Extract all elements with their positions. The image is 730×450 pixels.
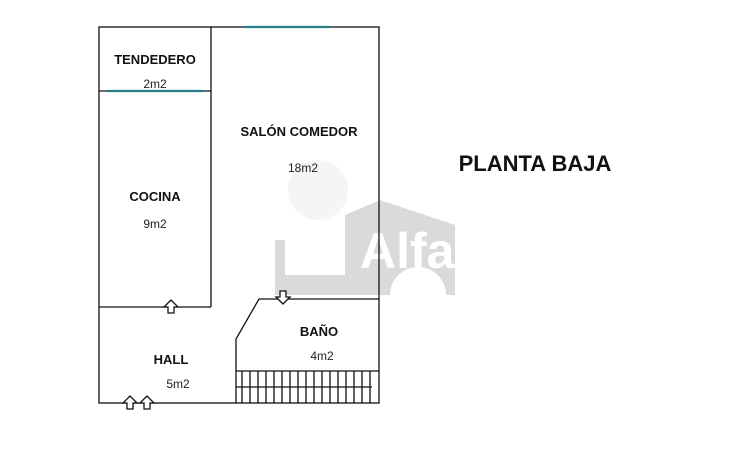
- arrow-down-icon: [274, 290, 292, 305]
- walls: [98, 26, 380, 404]
- arrow-up-icon: [138, 395, 156, 410]
- room-area-cocina: 9m2: [143, 217, 167, 231]
- room-name-cocina: COCINA: [129, 189, 181, 204]
- room-name-salon-comedor: SALÓN COMEDOR: [241, 124, 359, 139]
- arrow-up-icon: [121, 395, 139, 410]
- stairs: [236, 371, 372, 403]
- alfa-watermark-logo: Alfa: [275, 160, 456, 323]
- room-area-tendedero: 2m2: [143, 77, 167, 91]
- room-area-bano: 4m2: [310, 349, 334, 363]
- room-name-bano: BAÑO: [300, 324, 338, 339]
- room-area-hall: 5m2: [166, 377, 190, 391]
- arrow-up-icon: [162, 299, 180, 314]
- room-area-salon-comedor: 18m2: [288, 161, 318, 175]
- room-name-tendedero: TENDEDERO: [114, 52, 196, 67]
- room-name-hall: HALL: [154, 352, 189, 367]
- plan-title: PLANTA BAJA: [459, 151, 612, 176]
- door-arrows: [121, 290, 292, 410]
- watermark-text: Alfa: [360, 223, 456, 279]
